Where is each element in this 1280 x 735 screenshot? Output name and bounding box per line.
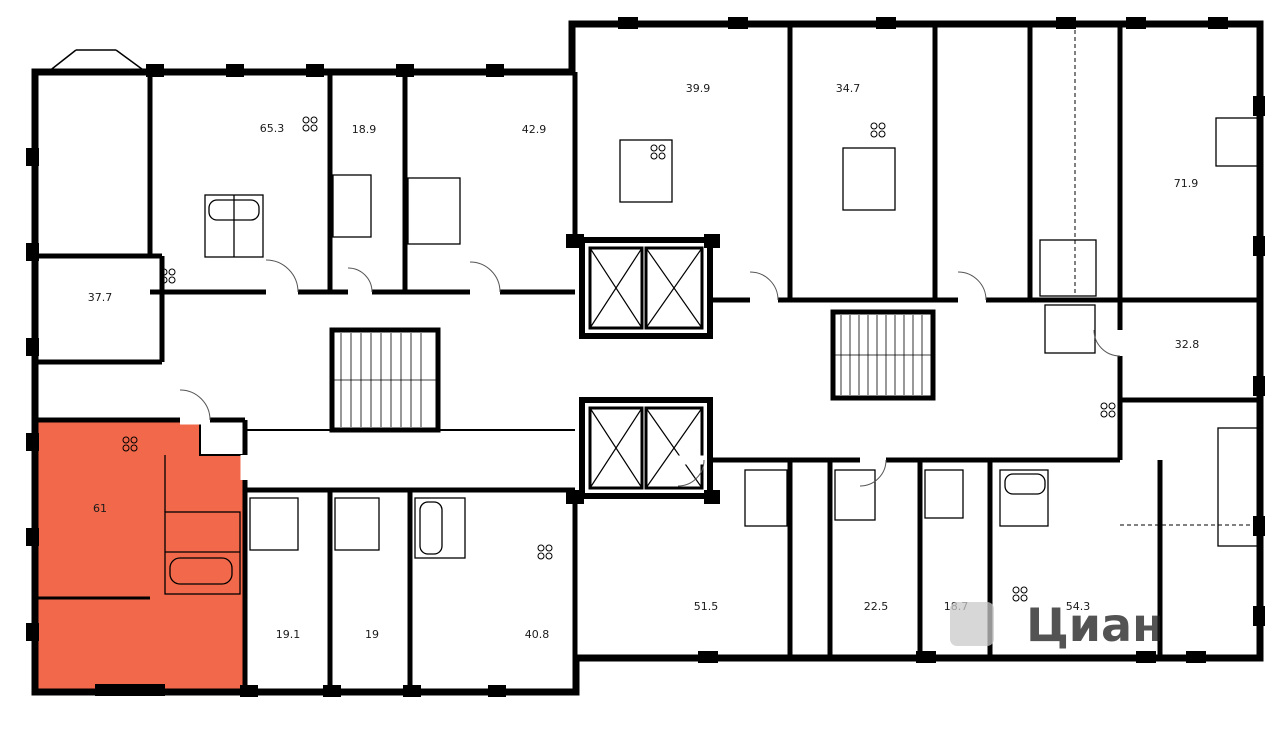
stove-icon xyxy=(160,268,176,284)
stove-icon xyxy=(650,144,666,160)
unit-area-label: 19 xyxy=(365,628,379,641)
unit-area-label: 42.9 xyxy=(522,123,547,136)
unit-area-label: 19.1 xyxy=(276,628,301,641)
unit-area-label: 37.7 xyxy=(88,291,113,304)
elevator-shaft xyxy=(588,406,644,490)
outer-walls xyxy=(31,20,1264,696)
unit-area-label: 51.5 xyxy=(694,600,719,613)
elevator-shaft xyxy=(644,406,704,490)
bathtub-icon xyxy=(169,199,1046,585)
unit-area-label: 32.8 xyxy=(1175,338,1200,351)
unit-area-label: 54.3 xyxy=(1066,600,1091,613)
unit-area-label: 39.9 xyxy=(686,82,711,95)
partitions xyxy=(164,139,1097,595)
dashed-lines xyxy=(1074,30,1260,526)
stove-icon xyxy=(122,436,138,452)
elevator-core xyxy=(579,237,713,499)
watermark: Циан xyxy=(950,598,1164,652)
unit-area-label: 61 xyxy=(93,502,107,515)
stove-icon xyxy=(1100,402,1116,418)
unit-area-label: 40.8 xyxy=(525,628,550,641)
unit-61-highlight[interactable] xyxy=(38,420,245,690)
pilasters xyxy=(26,17,1265,697)
unit-area-label: 65.3 xyxy=(260,122,285,135)
unit-area-label: 22.5 xyxy=(864,600,889,613)
watermark-logo-icon xyxy=(950,602,994,646)
stove-icon xyxy=(870,122,886,138)
stairwell-right xyxy=(830,309,936,401)
elevator-shaft xyxy=(644,246,704,330)
unit-area-label: 34.7 xyxy=(836,82,861,95)
unit-area-label: 18.9 xyxy=(352,123,377,136)
door-arcs xyxy=(179,259,1121,487)
stove-icons xyxy=(122,116,1116,602)
watermark-text: Циан xyxy=(1026,598,1164,652)
door-gaps xyxy=(180,287,1125,480)
stove-icon xyxy=(537,544,553,560)
unit-area-label: 71.9 xyxy=(1174,177,1199,190)
stove-icon xyxy=(302,116,318,132)
elevator-shaft xyxy=(588,246,644,330)
stairwell-left xyxy=(329,327,441,433)
balconies xyxy=(1215,117,1261,547)
stove-icon xyxy=(1012,586,1028,602)
